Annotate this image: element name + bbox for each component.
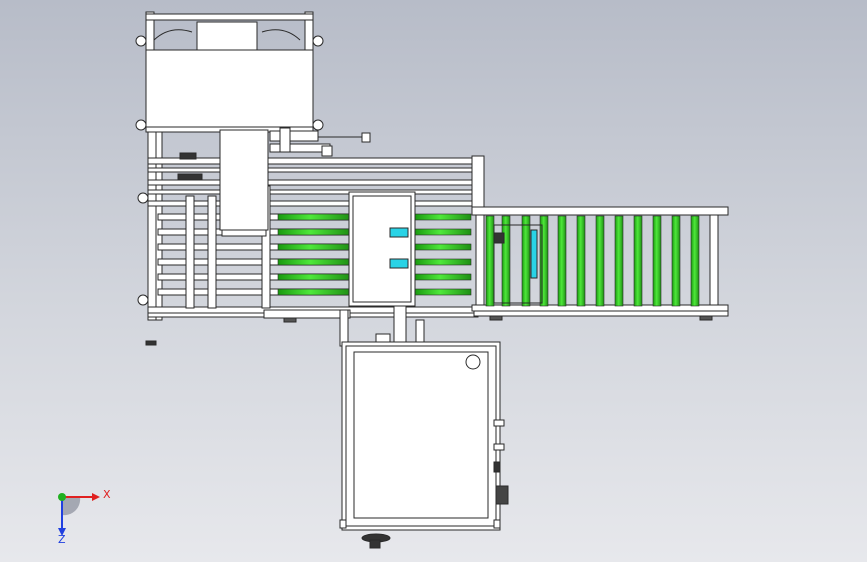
cylinder-assembly bbox=[269, 127, 371, 157]
right-conveyor-frame bbox=[471, 206, 729, 317]
z-arrowhead bbox=[58, 528, 66, 536]
x-arrowhead bbox=[92, 493, 100, 501]
sensor-blocks bbox=[145, 152, 203, 346]
upper-frame bbox=[135, 11, 324, 133]
feet bbox=[283, 315, 713, 323]
y-axis-dot bbox=[58, 493, 66, 501]
left-vertical-posts bbox=[185, 185, 271, 309]
center-carriage bbox=[348, 191, 416, 307]
z-axis-label: Z bbox=[58, 533, 66, 546]
rollers-middle bbox=[277, 213, 472, 296]
cabinet bbox=[339, 341, 509, 531]
main-frame bbox=[137, 131, 485, 321]
pusher-plate bbox=[219, 129, 269, 237]
right-detail bbox=[493, 224, 543, 304]
rollers-right bbox=[485, 215, 700, 307]
x-axis-label: X bbox=[103, 488, 111, 501]
coordinate-triad bbox=[58, 493, 100, 536]
cabinet-handle bbox=[361, 533, 391, 549]
